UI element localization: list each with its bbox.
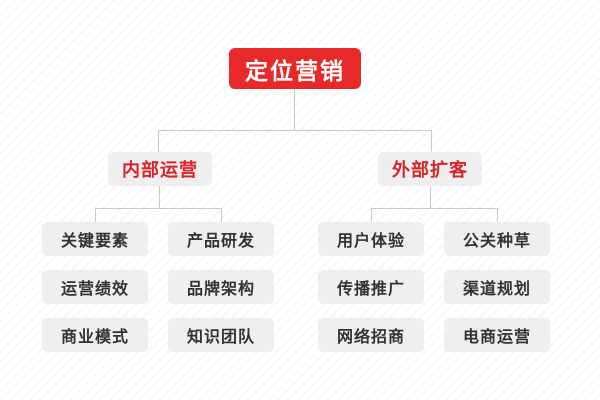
- leaf-node[interactable]: 知识团队: [168, 318, 274, 352]
- leaf-node-label: 用户体验: [336, 231, 405, 250]
- leaf-node-label: 商业模式: [60, 327, 129, 346]
- connector-branch-left-drop-col1: [221, 208, 222, 222]
- leaf-node-label: 传播推广: [336, 279, 405, 298]
- leaf-node-label: 运营绩效: [60, 279, 129, 298]
- connector-branch-left-stem: [159, 186, 160, 208]
- connector-root-to-branch-right: [431, 130, 432, 152]
- leaf-node[interactable]: 传播推广: [318, 270, 424, 304]
- leaf-node[interactable]: 网络招商: [318, 318, 424, 352]
- root-node-label: 定位营销: [245, 58, 345, 85]
- leaf-node[interactable]: 商业模式: [42, 318, 148, 352]
- leaf-node-label: 渠道规划: [462, 279, 531, 298]
- root-node-定位营销[interactable]: 定位营销: [229, 48, 361, 89]
- leaf-node[interactable]: 品牌架构: [168, 270, 274, 304]
- connector-branch-right-bar: [371, 208, 498, 209]
- connector-root-to-branch-left: [158, 130, 159, 152]
- leaf-node[interactable]: 公关种草: [444, 222, 550, 256]
- connector-branch-right-drop-col2: [371, 208, 372, 222]
- branch-node-内部运营[interactable]: 内部运营: [108, 152, 212, 186]
- leaf-node[interactable]: 电商运营: [444, 318, 550, 352]
- branch-node-label: 外部扩客: [392, 160, 468, 181]
- branch-node-外部扩客[interactable]: 外部扩客: [378, 152, 482, 186]
- connector-branch-left-bar: [95, 208, 222, 209]
- leaf-node-label: 品牌架构: [186, 279, 255, 298]
- leaf-node-label: 关键要素: [60, 231, 129, 250]
- branch-node-label: 内部运营: [122, 160, 198, 181]
- connector-branch-right-stem: [430, 186, 431, 208]
- leaf-node-label: 公关种草: [462, 231, 531, 250]
- connector-branch-left-drop-col0: [95, 208, 96, 222]
- connector-root-stem: [294, 89, 295, 130]
- leaf-node[interactable]: 渠道规划: [444, 270, 550, 304]
- leaf-node[interactable]: 关键要素: [42, 222, 148, 256]
- connector-branch-right-drop-col3: [497, 208, 498, 222]
- leaf-node-label: 产品研发: [186, 231, 255, 250]
- leaf-node-label: 知识团队: [186, 327, 255, 346]
- leaf-node[interactable]: 产品研发: [168, 222, 274, 256]
- leaf-node[interactable]: 运营绩效: [42, 270, 148, 304]
- leaf-node-label: 网络招商: [336, 327, 405, 346]
- connector-root-bar: [158, 130, 432, 131]
- leaf-node-label: 电商运营: [462, 327, 531, 346]
- leaf-node[interactable]: 用户体验: [318, 222, 424, 256]
